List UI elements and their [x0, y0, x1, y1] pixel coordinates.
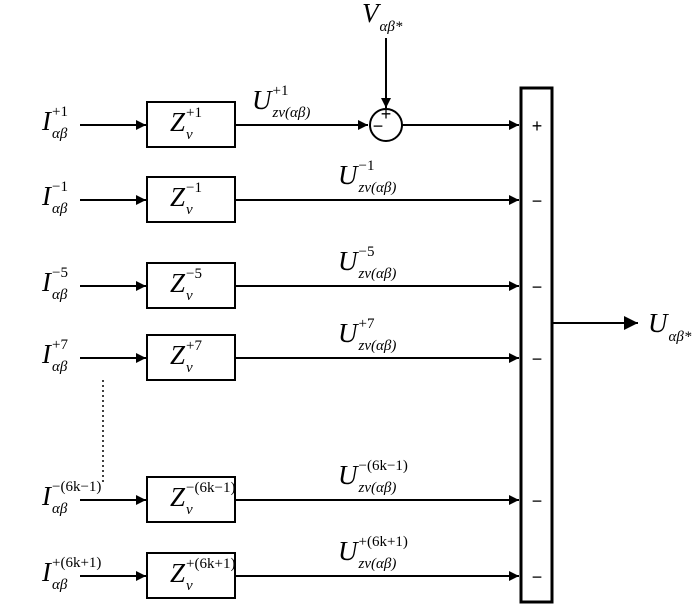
summation-sign: − [532, 567, 543, 587]
junction-minus-sign: − [373, 116, 384, 136]
impedance-block [146, 176, 236, 223]
impedance-label: Z−(6k−1)v [170, 480, 235, 518]
impedance-block [146, 262, 236, 309]
output-label: Uαβ* [648, 308, 692, 345]
summation-sign: − [532, 191, 543, 211]
summation-block [519, 86, 554, 604]
voltage-signal-label: U−(6k−1)zv(αβ) [338, 458, 408, 496]
input-current-label: I+(6k+1)αβ [41, 555, 101, 593]
summation-sign: − [532, 349, 543, 369]
filter-row: I−(6k−1)αβ Z−(6k−1)v U−(6k−1)zv(αβ) − [41, 458, 543, 523]
filter-row: I+(6k+1)αβ Z+(6k+1)v U+(6k+1)zv(αβ) − [41, 534, 543, 599]
junction-plus-sign: + [381, 104, 392, 124]
impedance-block [146, 101, 236, 148]
input-current-label: I−(6k−1)αβ [41, 479, 101, 517]
reference-input-label: Vαβ* [362, 0, 403, 35]
impedance-label: Z+(6k+1)v [170, 556, 235, 594]
summation-sign: − [532, 277, 543, 297]
impedance-block [146, 552, 236, 599]
summation-sign: + [532, 116, 543, 136]
impedance-block [146, 476, 236, 523]
summation-sign: − [532, 491, 543, 511]
voltage-signal-label: U+(6k+1)zv(αβ) [338, 534, 408, 572]
